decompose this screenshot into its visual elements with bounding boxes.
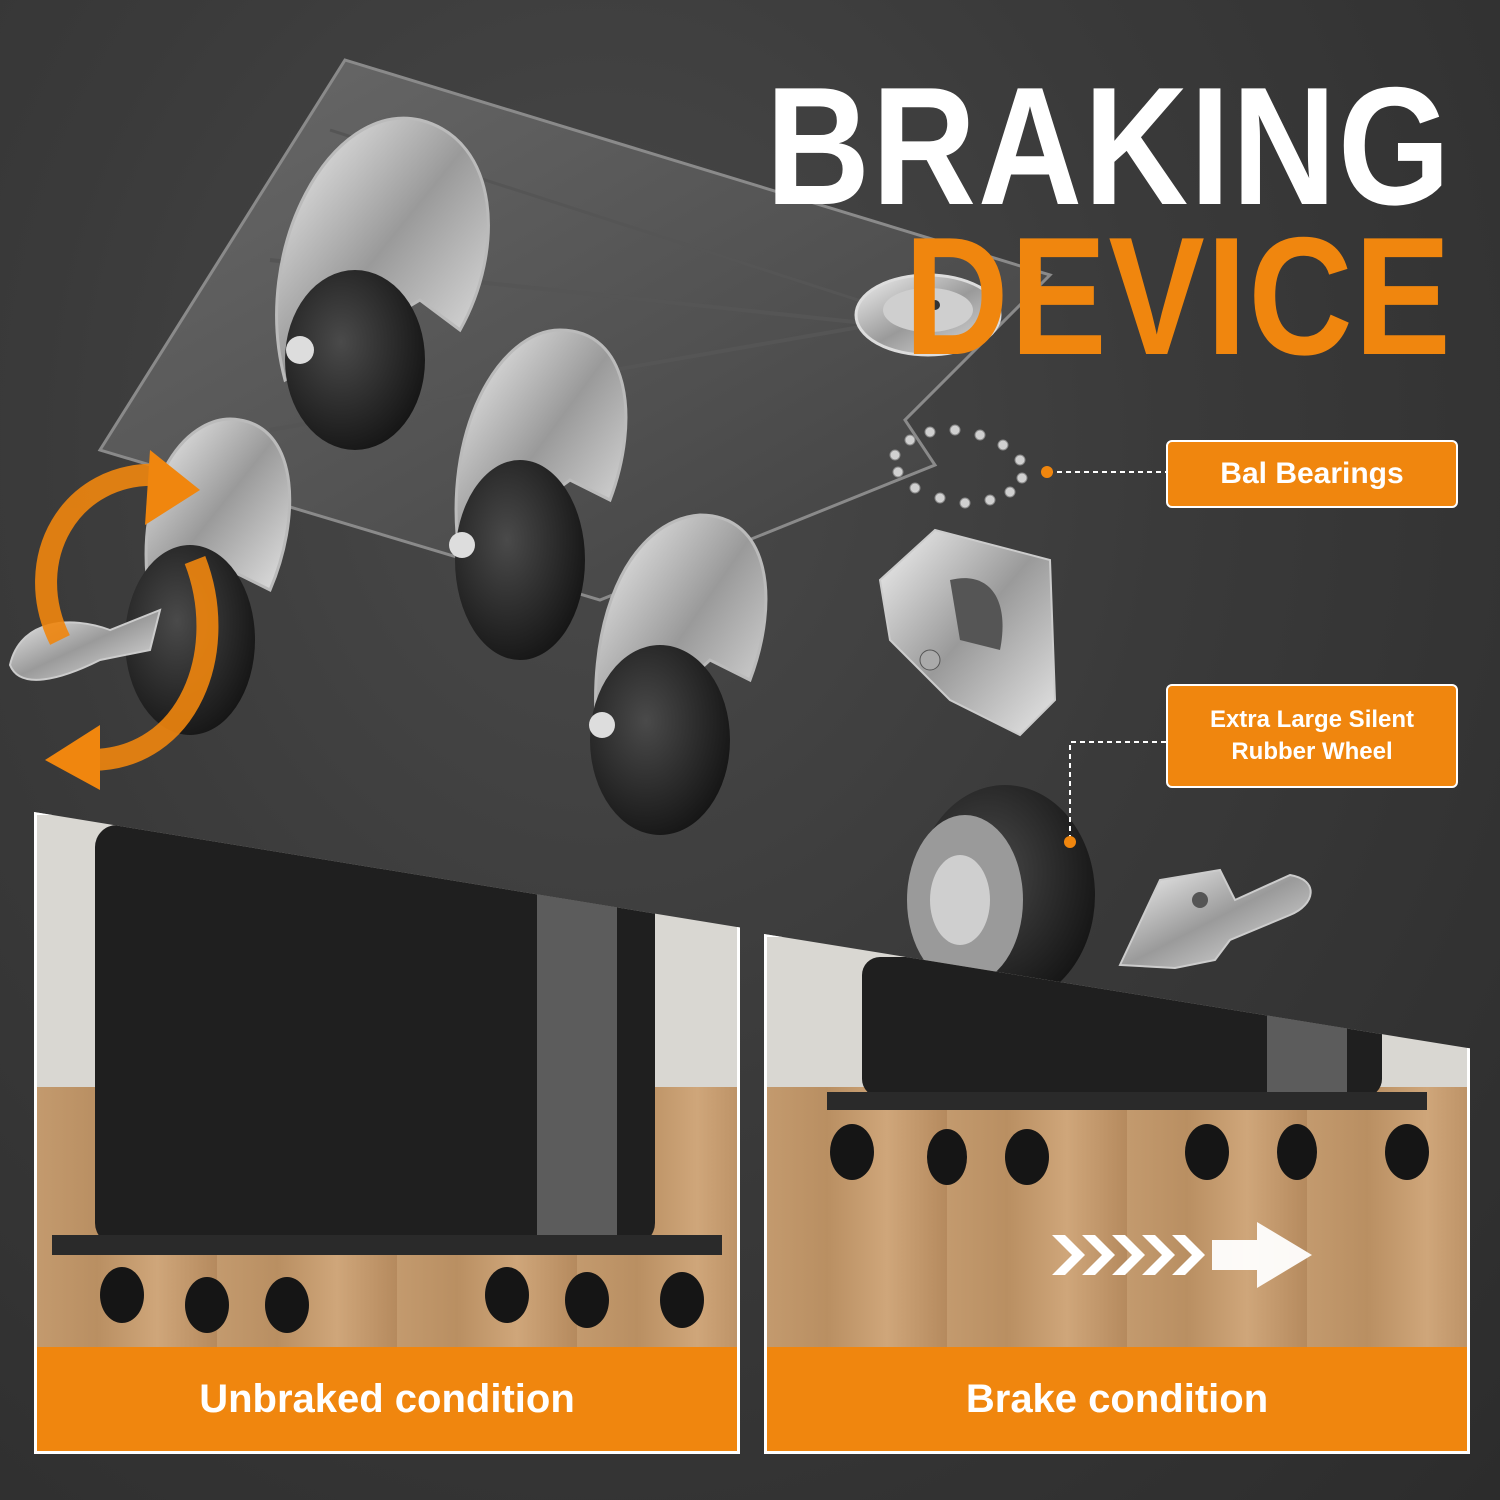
caster-front: [589, 513, 768, 835]
wheel-leader-line: [1064, 741, 1166, 848]
rotation-arrows-icon: [35, 463, 219, 771]
ball-bearings-ring: [889, 424, 1028, 509]
unbraked-caption: Unbraked condition: [37, 1347, 737, 1451]
heading-line-2: DEVICE: [903, 202, 1452, 390]
unbraked-panel: Unbraked condition: [34, 812, 740, 1454]
brake-caption: Brake condition: [767, 1347, 1467, 1451]
plate-pad: [854, 273, 1002, 357]
caster-fork-part: [878, 528, 1057, 737]
arrow-head-upper-icon: [145, 450, 200, 525]
arrow-head-lower-icon: [45, 725, 100, 790]
heading-line-1: BRAKING: [765, 52, 1452, 240]
brake-pedal-part: [1118, 868, 1312, 970]
callout-ball-bearings-label: Bal Bearings: [1220, 457, 1404, 490]
callout-rubber-wheel-line-2: Rubber Wheel: [1231, 738, 1393, 765]
wood-floor: [767, 1087, 1467, 1347]
direction-arrow-icon: [1052, 1222, 1312, 1288]
callout-rubber-wheel-line-1: Extra Large Silent: [1209, 705, 1415, 733]
bearing-leader-line: [1041, 466, 1166, 478]
callout-rubber-wheel: Extra Large Silent Rubber Wheel: [1166, 684, 1458, 788]
rubber-wheel-part: [907, 785, 1095, 1005]
caster-top: [275, 116, 490, 450]
caster-middle: [449, 328, 628, 660]
callout-ball-bearings: Bal Bearings: [1166, 440, 1458, 508]
